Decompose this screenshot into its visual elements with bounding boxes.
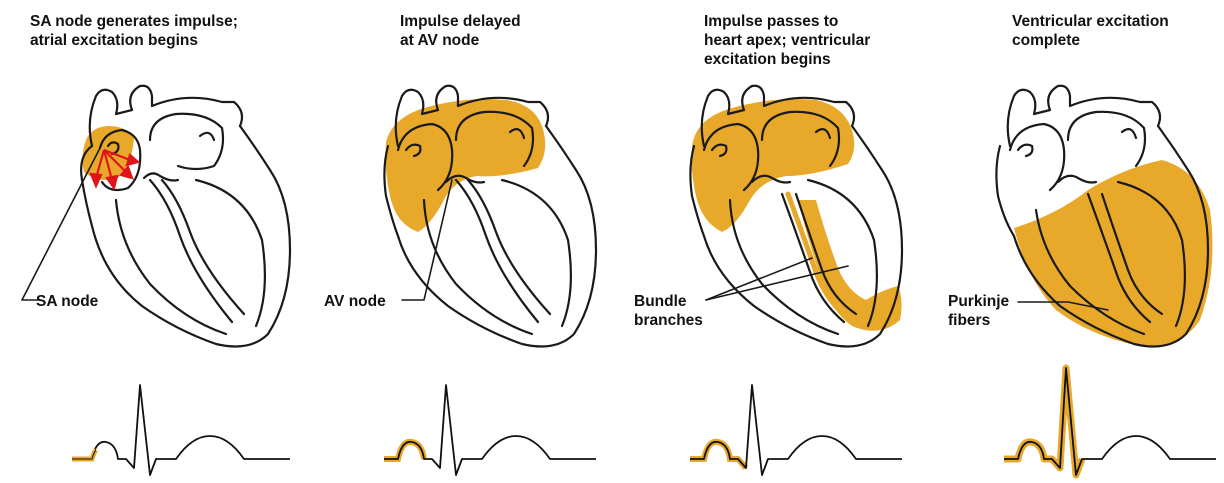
ventricle-septum [456, 180, 538, 322]
left-atrium-outline [1068, 112, 1145, 166]
purkinje-fibers-label: Purkinje fibers [948, 292, 1009, 330]
valve-detail [200, 133, 214, 140]
ecg-trace [918, 360, 1224, 483]
panel-av-node: Impulse delayed at AV node AV node [306, 0, 612, 483]
ventricle-septum-inner [468, 180, 550, 314]
right-atrium-outline [1010, 124, 1064, 190]
ventricle-septum-inner [162, 180, 244, 314]
left-ventricle-wall [196, 180, 265, 326]
left-atrium-outline [150, 114, 223, 169]
ecg-trace [612, 360, 918, 483]
bundle-branches-label: Bundle branches [634, 292, 703, 330]
panel-sa-node: SA node generates impulse; atrial excita… [0, 0, 306, 483]
left-ventricle-wall [502, 180, 571, 326]
sa-node-label: SA node [36, 292, 98, 311]
av-junction [1058, 176, 1096, 183]
ecg-trace [0, 360, 306, 483]
right-ventricle-wall [116, 200, 226, 334]
panel-purkinje-fibers: Ventricular excitation complete Purkinje… [918, 0, 1224, 483]
right-ventricle-wall [424, 200, 532, 334]
ventricle-septum [150, 180, 232, 322]
valve-detail [1122, 129, 1136, 138]
ecg-trace [306, 360, 612, 483]
ecg-highlight [690, 442, 746, 468]
ecg-waveform [72, 385, 290, 475]
ecg-waveform [384, 385, 596, 475]
label-leader [22, 148, 100, 300]
valve-detail [1018, 145, 1032, 156]
ecg-waveform [690, 385, 902, 475]
av-node-label: AV node [324, 292, 386, 311]
panel-bundle-branches: Impulse passes to heart apex; ventricula… [612, 0, 918, 483]
ecg-waveform [1004, 368, 1216, 475]
